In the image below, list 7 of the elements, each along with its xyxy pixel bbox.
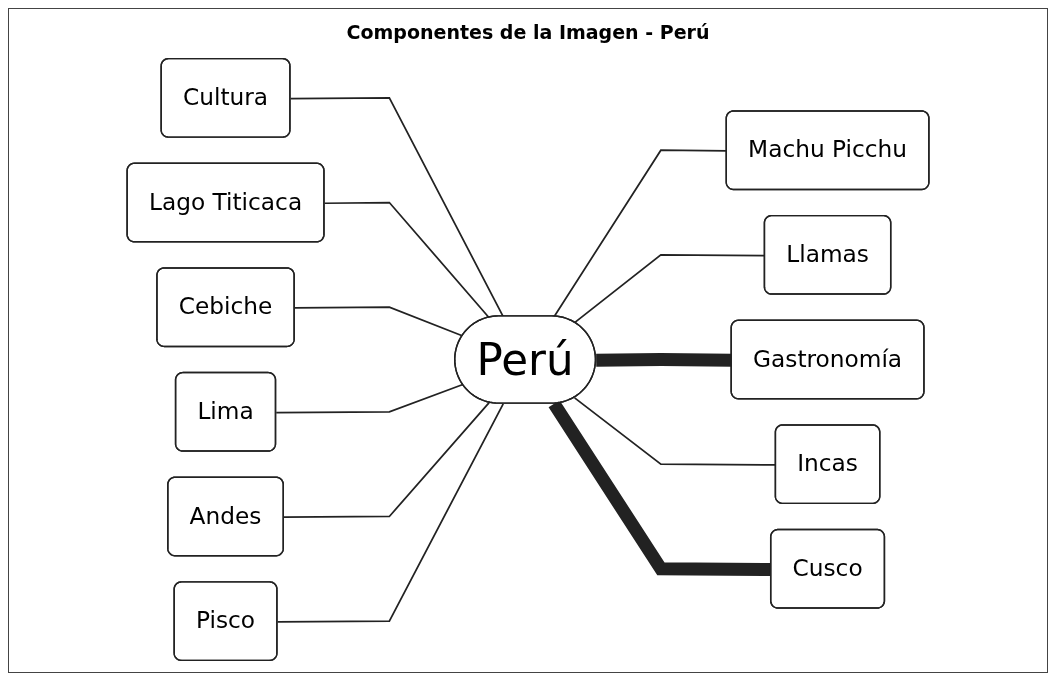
connector <box>289 97 505 318</box>
connector <box>283 401 490 519</box>
connector <box>323 201 490 319</box>
connector <box>596 352 732 367</box>
connector <box>276 402 505 623</box>
diagram-title: Componentes de la Imagen - Perú <box>346 21 710 43</box>
connector <box>275 383 464 414</box>
